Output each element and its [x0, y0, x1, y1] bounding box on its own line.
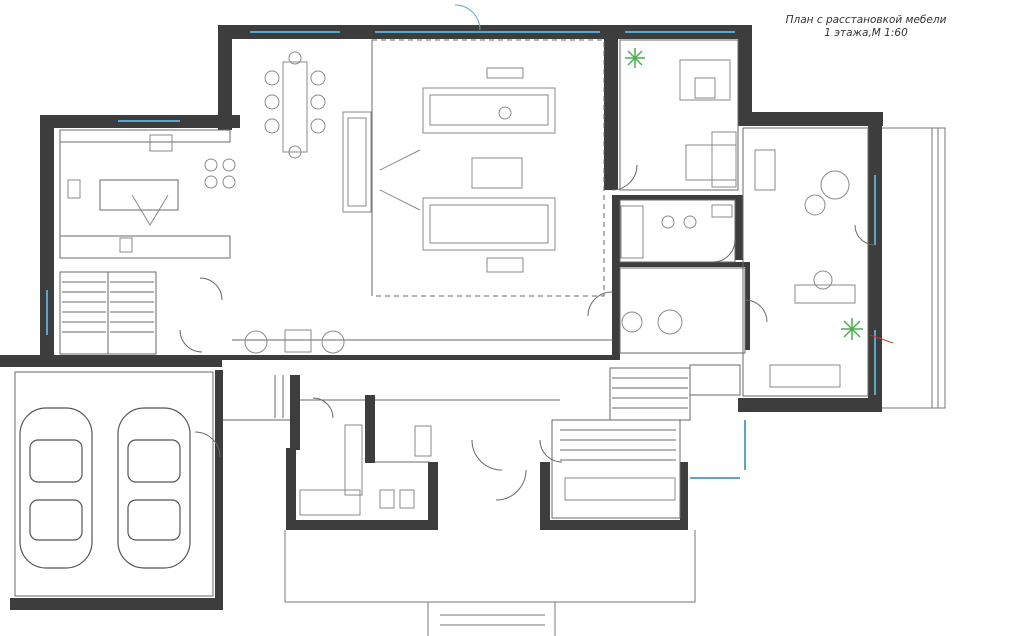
- plan-title-line2: 1 этажа,М 1:60: [824, 27, 908, 39]
- car-icon: [19, 407, 191, 569]
- windows: [46, 31, 876, 479]
- interior-lines: [14, 39, 869, 597]
- stairs-icon: [62, 281, 688, 461]
- office-furniture: [679, 59, 856, 388]
- kitchen-island: [67, 134, 236, 253]
- annotation-marker: [869, 334, 894, 344]
- fireplace: [342, 111, 372, 213]
- doors: [179, 4, 876, 501]
- living-room-sofas: [379, 67, 556, 273]
- bathroom-fixtures: [299, 204, 733, 516]
- walls: [0, 25, 883, 610]
- plan-title-line1: План с расстановкой мебели: [785, 14, 947, 26]
- terrace-outlines: [284, 127, 946, 636]
- hall-armchairs: [244, 329, 345, 354]
- plan-title: План с расстановкой мебели 1 этажа,М 1:6…: [766, 14, 966, 40]
- plant-icon: [625, 48, 863, 340]
- dining-table: [264, 51, 326, 159]
